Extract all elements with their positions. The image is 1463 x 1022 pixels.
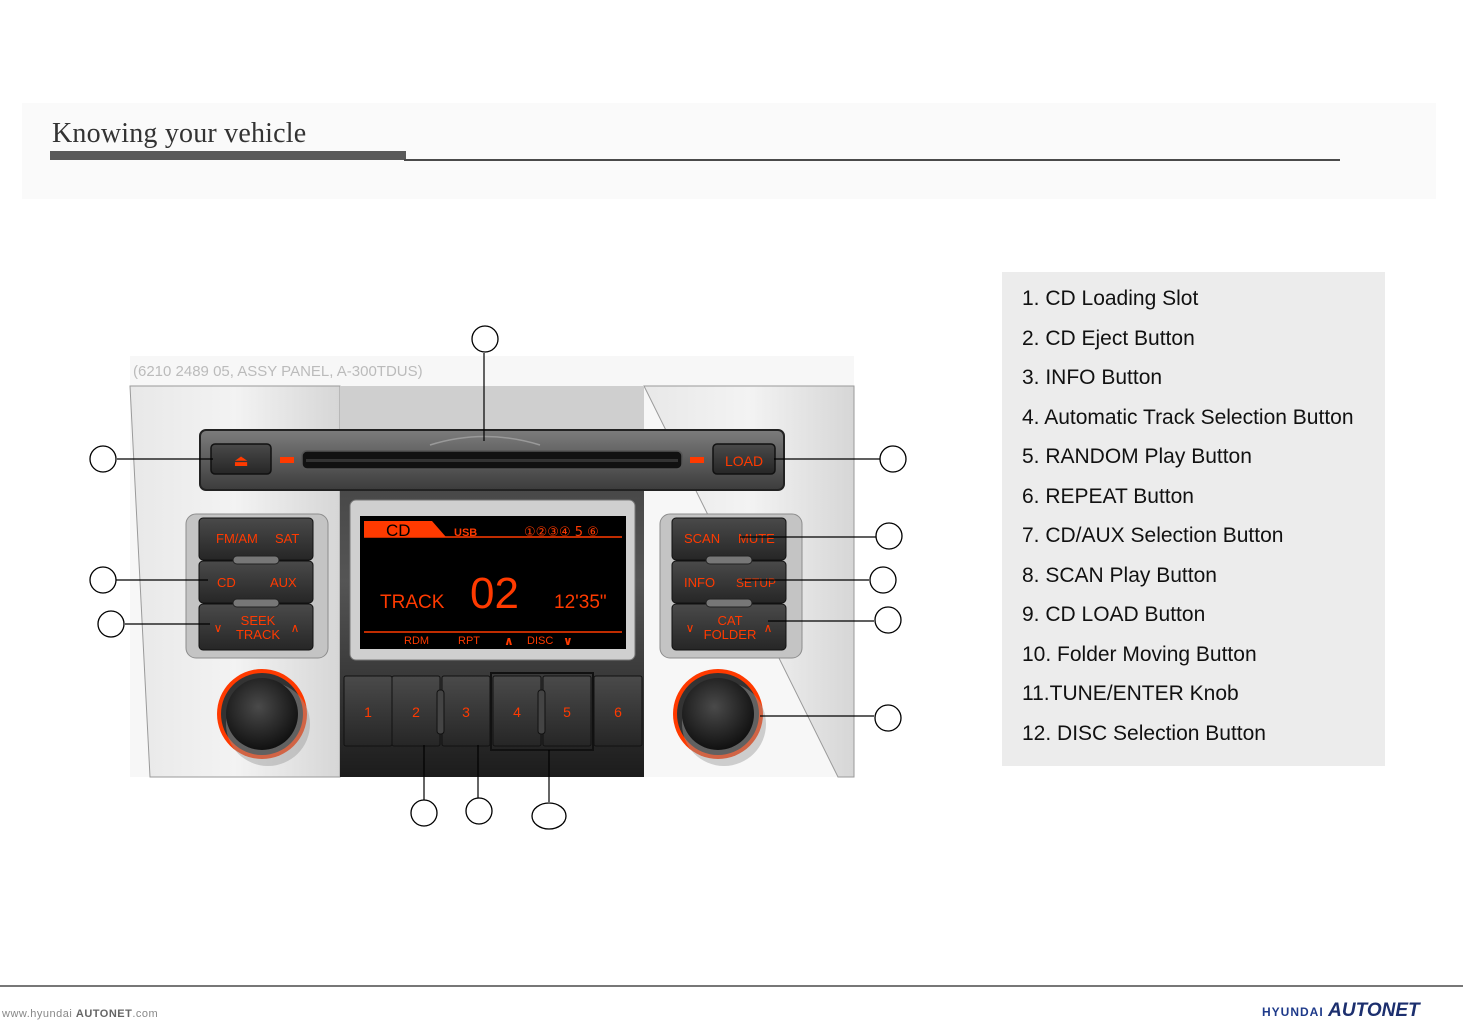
chevron-up-icon: ∧	[291, 621, 300, 635]
audio-unit-diagram: (6210 2489 05, ASSY PANEL, A-300TDUS) ⏏ …	[89, 325, 907, 830]
legend-item: 8. SCAN Play Button	[1022, 563, 1217, 587]
disc-down-icon: ∨	[563, 634, 573, 648]
volume-knob[interactable]	[226, 678, 298, 750]
preset-label: 4	[513, 704, 521, 720]
legend-item: 3. INFO Button	[1022, 366, 1163, 389]
eject-icon: ⏏	[233, 451, 248, 470]
footer-website-brand: AUTONET	[75, 1008, 133, 1020]
chevron-down-icon: ∨	[686, 621, 695, 635]
setup-label: SETUP	[736, 576, 776, 590]
preset-label: 3	[462, 704, 470, 720]
display-track-label: TRACK	[380, 592, 445, 613]
center-top-plate	[340, 386, 644, 431]
display-source: USB	[454, 527, 477, 539]
seek-label: SEEK	[241, 613, 276, 628]
load-indicator	[690, 457, 704, 463]
display-time: 12'35"	[554, 592, 607, 613]
chevron-up-icon: ∧	[764, 621, 773, 635]
legend-item: 6. REPEAT Button	[1022, 484, 1194, 508]
chevron-down-icon: ∨	[214, 621, 223, 635]
legend-item: 2. CD Eject Button	[1022, 326, 1195, 350]
footer-logo: HYUNDAI AUTONET	[1262, 1000, 1420, 1022]
mute-label: MUTE	[738, 531, 775, 546]
cat-label: CAT	[717, 613, 742, 628]
legend-item: 7. CD/AUX Selection Button	[1022, 524, 1284, 547]
legend-item: 9. CD LOAD Button	[1022, 603, 1206, 626]
footer-website-prefix: www.hyundai	[2, 1008, 73, 1020]
display-discs: ①②③④ 5 ⑥	[524, 525, 599, 540]
sat-label: SAT	[275, 531, 299, 546]
legend-item: 1. CD Loading Slot	[1022, 287, 1199, 310]
rocker-divider	[537, 689, 546, 735]
title-underline-thin	[404, 159, 1340, 161]
corner-watermark	[1300, 0, 1460, 40]
display-track-number: 02	[470, 569, 519, 618]
legend-item: 10. Folder Moving Button	[1022, 642, 1257, 666]
preset-label: 2	[412, 704, 420, 720]
display-rdm: RDM	[404, 635, 429, 647]
eject-indicator	[280, 457, 294, 463]
scan-label: SCAN	[684, 531, 720, 546]
page-title: Knowing your vehicle	[52, 118, 307, 149]
info-label: INFO	[684, 575, 715, 590]
legend-item: 11.TUNE/ENTER Knob	[1022, 682, 1239, 705]
load-label: LOAD	[725, 453, 763, 469]
preset-label: 5	[563, 704, 571, 720]
footer-website-suffix: .com	[132, 1008, 159, 1020]
footer-website: www.hyundai AUTONET.com	[2, 1008, 158, 1020]
part-label: (6210 2489 05, ASSY PANEL, A-300TDUS)	[133, 363, 423, 380]
legend-panel: 1. CD Loading Slot 2. CD Eject Button 3. I…	[1002, 272, 1385, 766]
callout-lines	[116, 353, 880, 802]
display-mode: CD	[386, 521, 411, 540]
footer-divider	[0, 985, 1463, 987]
legend-item: 12. DISC Selection Button	[1022, 721, 1266, 745]
cd-label: CD	[217, 575, 236, 590]
preset-buttons: 1 2 3 4 5 6	[343, 675, 643, 747]
fm-am-label: FM/AM	[216, 531, 258, 546]
footer-brand: HYUNDAI	[1262, 1005, 1324, 1019]
title-underline-thick	[50, 151, 406, 160]
legend-item: 5. RANDOM Play Button	[1022, 445, 1252, 468]
tune-enter-knob[interactable]	[682, 678, 754, 750]
preset-label: 6	[614, 704, 622, 720]
disc-selection-group	[490, 672, 594, 751]
autonet-logo: AUTONET	[1328, 1000, 1420, 1021]
aux-label: AUX	[270, 575, 297, 590]
legend-item: 4. Automatic Track Selection Button	[1022, 405, 1354, 429]
track-label: TRACK	[236, 627, 280, 642]
display-rpt: RPT	[458, 635, 480, 647]
display-disc: DISC	[527, 635, 553, 647]
rocker-divider	[436, 689, 445, 735]
callout-circles	[89, 325, 907, 830]
lcd-display	[360, 516, 626, 649]
preset-label: 1	[364, 704, 372, 720]
folder-label: FOLDER	[704, 627, 757, 642]
disc-up-icon: ∧	[504, 634, 514, 648]
